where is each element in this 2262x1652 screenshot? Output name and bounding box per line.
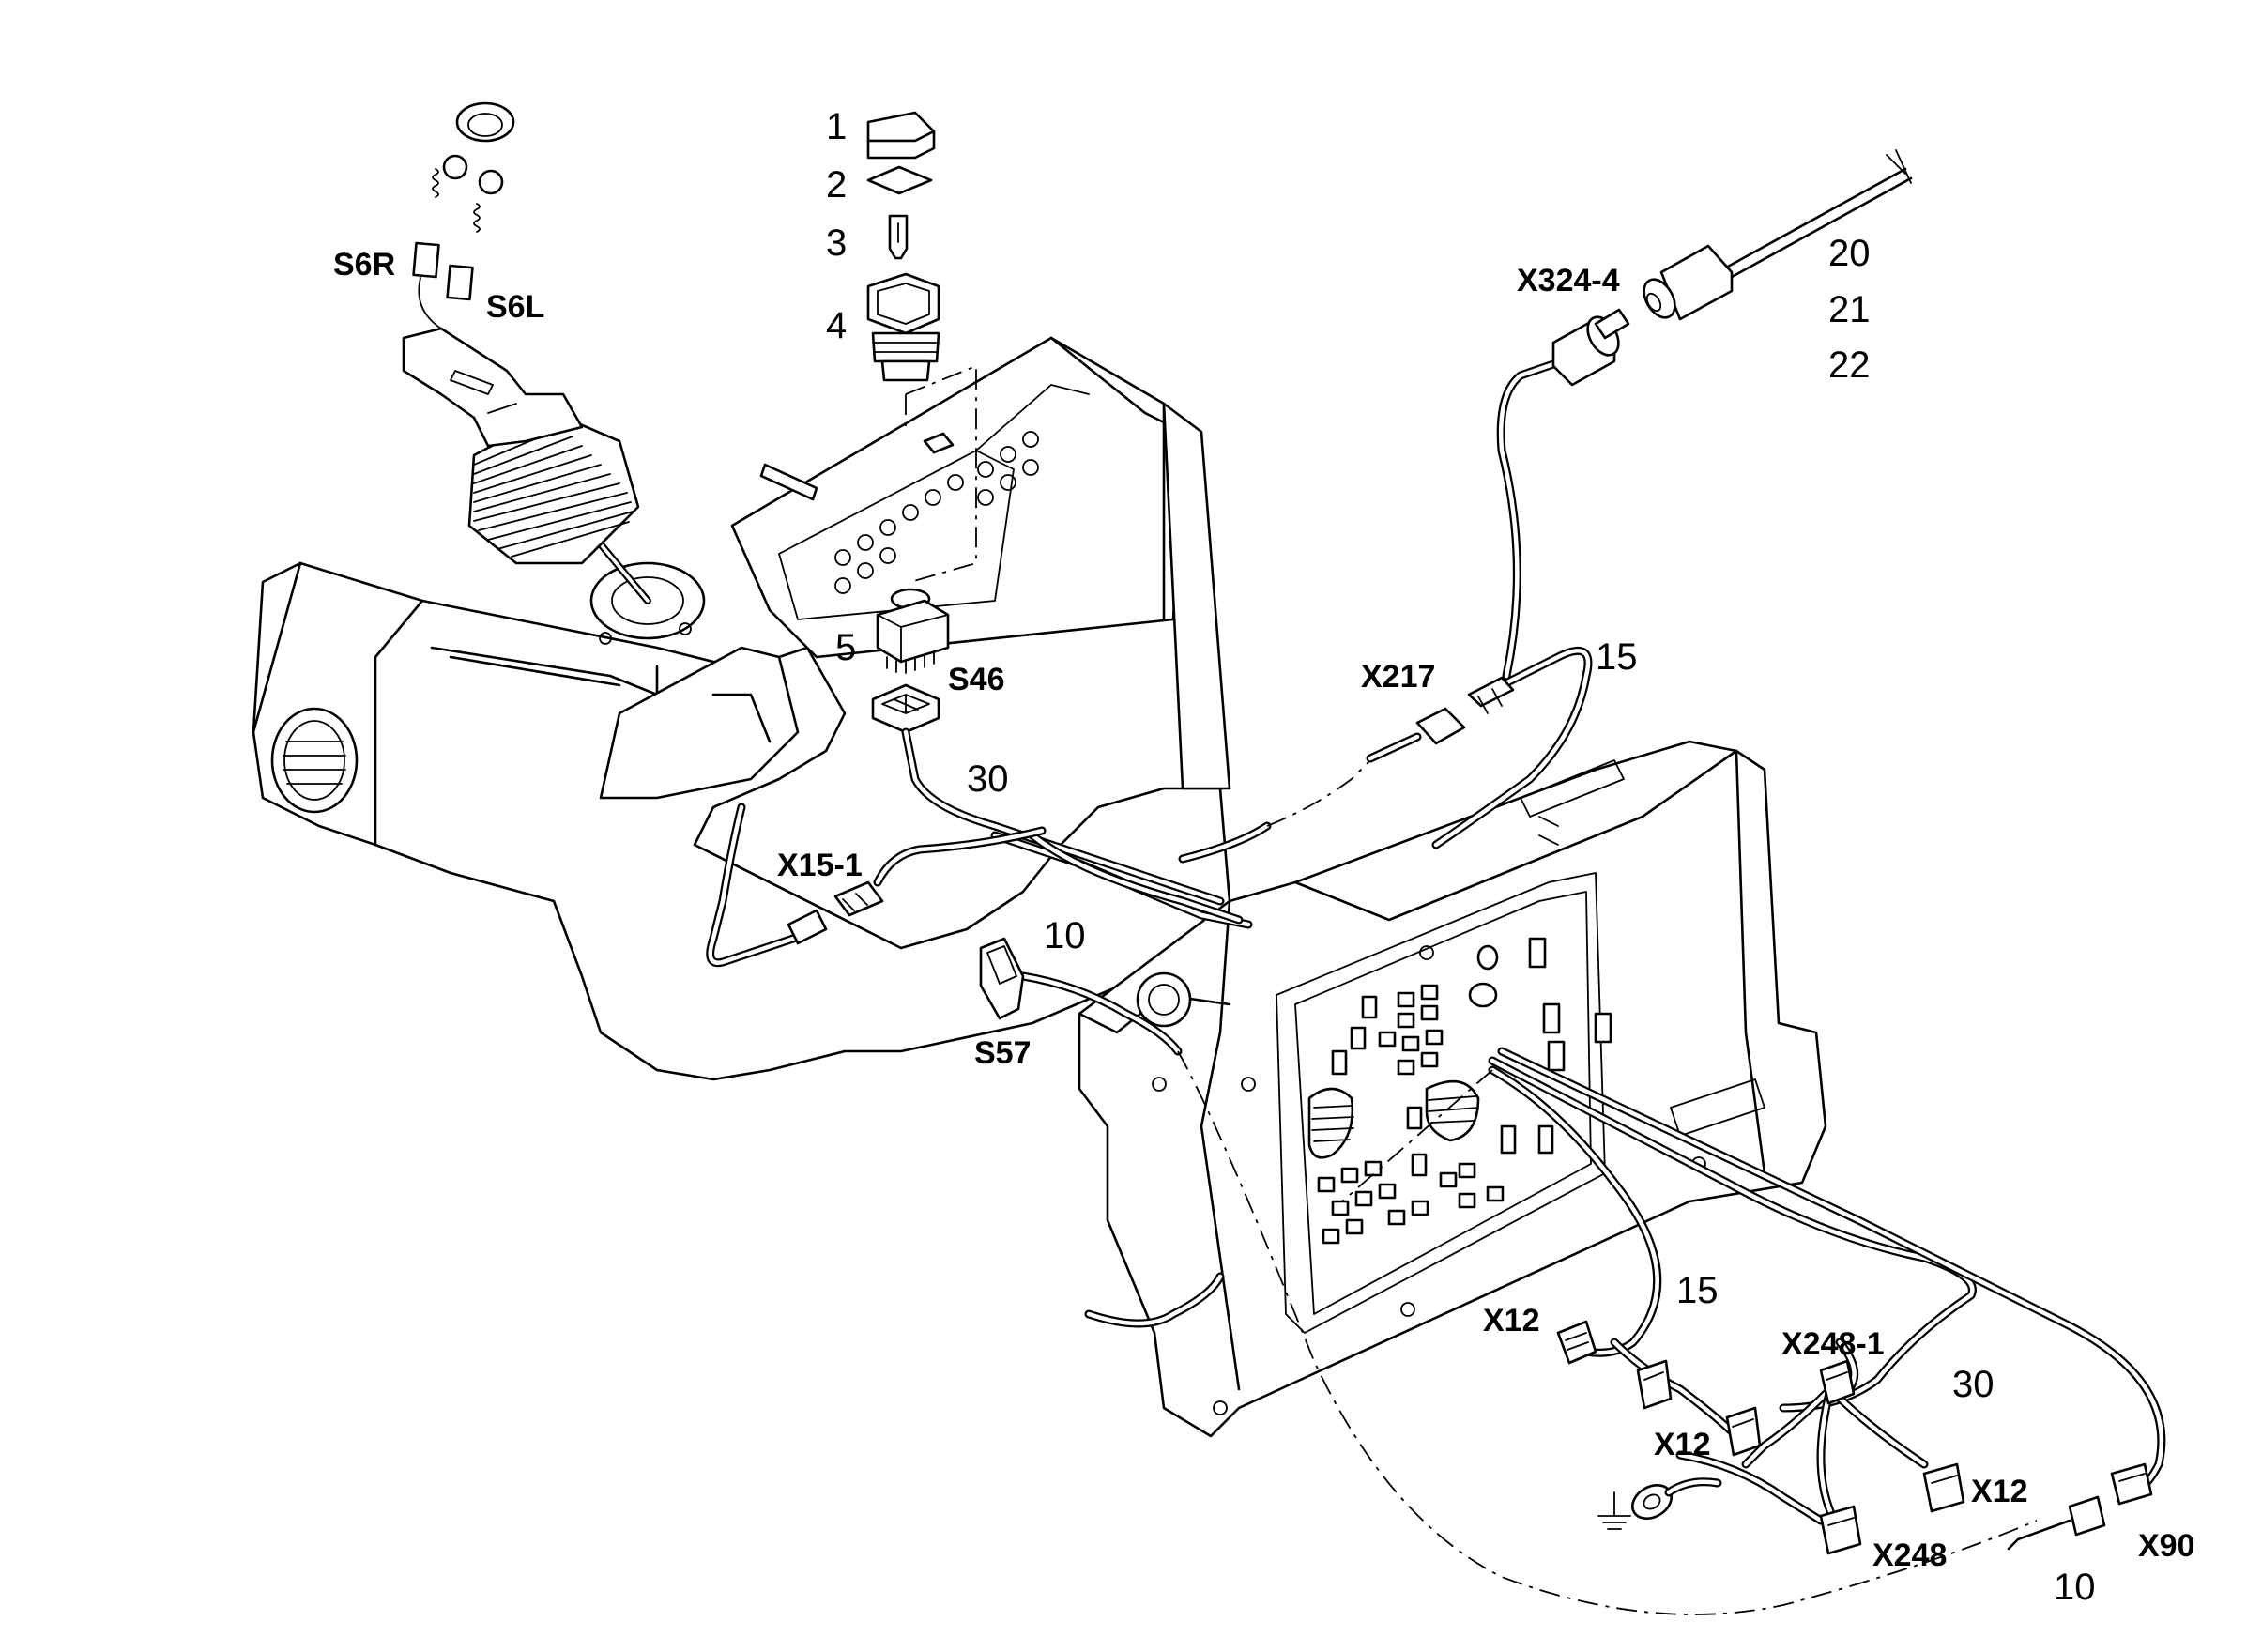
label-x15-1: X15-1	[777, 848, 863, 883]
callout-21: 21	[1828, 289, 1871, 330]
label-x324-4: X324-4	[1517, 263, 1620, 298]
callout-10-bottom: 10	[2054, 1567, 2096, 1608]
callout-2: 2	[826, 164, 847, 206]
callout-1: 1	[826, 106, 847, 147]
connector-x248	[1819, 1505, 1862, 1555]
callout-3: 3	[826, 222, 847, 264]
callout-labels: 1 2 3 4 5 20 21 22 15 30 10 15 30 10 S6R…	[333, 106, 2195, 1608]
label-x90: X90	[2138, 1528, 2195, 1564]
label-s6l: S6L	[486, 289, 544, 325]
connector-x12-a	[1556, 1320, 1597, 1365]
joystick-switch-parts	[412, 101, 515, 329]
armrest-console	[252, 336, 1231, 1081]
panel-holes	[834, 431, 1039, 594]
connector-x12-c	[1725, 1406, 1762, 1457]
wiring-harness	[706, 149, 2166, 1615]
s6r-switch	[412, 241, 440, 279]
connector-x12-d	[1922, 1462, 1965, 1513]
callout-30-bottom: 30	[1952, 1364, 1995, 1405]
label-x12-c: X12	[1971, 1474, 2028, 1509]
label-s57: S57	[974, 1035, 1032, 1071]
connector-x217	[1415, 676, 1515, 745]
callout-10-top: 10	[1044, 915, 1086, 956]
ground-lug	[1631, 1477, 1722, 1520]
connector-x15-1	[787, 880, 884, 945]
callout-22: 22	[1828, 344, 1871, 386]
callout-20: 20	[1828, 233, 1871, 274]
connector-x248-1	[1819, 1359, 1856, 1405]
joystick	[402, 327, 651, 604]
plug-20-21-22	[1643, 244, 1734, 321]
connector-x90	[2007, 1462, 2153, 1551]
switch-s57	[979, 937, 1025, 1020]
label-s46: S46	[948, 662, 1005, 697]
circuit-board	[1307, 937, 1612, 1245]
label-x248-1: X248-1	[1781, 1326, 1885, 1362]
exploded-switch-stack	[866, 111, 977, 734]
callout-15-bottom: 15	[1676, 1270, 1719, 1311]
callout-5: 5	[835, 627, 856, 668]
connector-x324-4	[1551, 308, 1630, 387]
control-box-housing	[1078, 740, 1827, 1438]
callout-15-top: 15	[1596, 636, 1638, 678]
s6l-switch	[446, 264, 474, 301]
label-x12-a: X12	[1483, 1303, 1540, 1338]
callout-30-top: 30	[967, 758, 1009, 800]
ground-icon	[1597, 1491, 1631, 1530]
label-x248: X248	[1872, 1537, 1947, 1573]
label-s6r: S6R	[333, 247, 395, 283]
label-x12-b: X12	[1654, 1427, 1711, 1462]
callout-4: 4	[826, 305, 847, 346]
label-x217: X217	[1361, 659, 1435, 695]
connector-x12-b	[1636, 1359, 1673, 1410]
